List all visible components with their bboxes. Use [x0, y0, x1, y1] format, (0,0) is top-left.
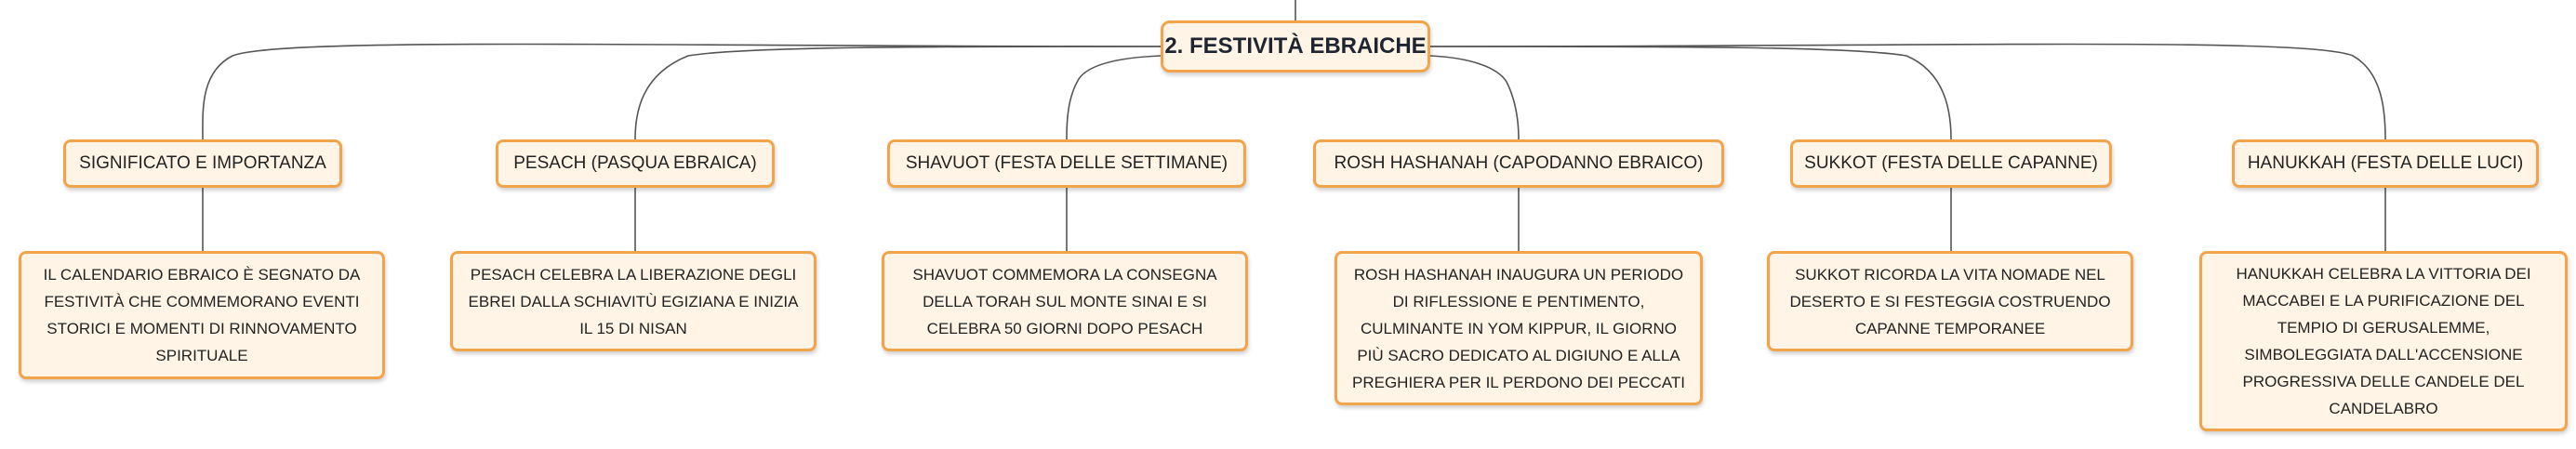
topic-rosh-hashanah[interactable]: ROSH HASHANAH (CAPODANNO EBRAICO)	[1313, 139, 1724, 188]
subtopic-pesach-detail[interactable]: PESACH CELEBRA LA LIBERAZIONE DEGLI EBRE…	[450, 251, 817, 351]
connector-root-branch-6	[1429, 43, 2386, 140]
connector-root-branch-5	[1429, 46, 1952, 140]
topic-shavuot[interactable]: SHAVUOT (FESTA DELLE SETTIMANE)	[887, 139, 1246, 188]
subtopic-rosh-hashanah-detail[interactable]: ROSH HASHANAH INAUGURA UN PERIODO DI RIF…	[1334, 251, 1703, 405]
topic-significato-e-importanza[interactable]: SIGNIFICATO E IMPORTANZA	[63, 139, 342, 188]
subtopic-significato-detail[interactable]: IL CALENDARIO EBRAICO È SEGNATO DA FESTI…	[19, 251, 385, 379]
topic-sukkot[interactable]: SUKKOT (FESTA DELLE CAPANNE)	[1790, 139, 2112, 188]
connector-root-branch-1	[202, 43, 1162, 140]
connector-root-branch-2	[634, 46, 1162, 140]
topic-hanukkah[interactable]: HANUKKAH (FESTA DELLE LUCI)	[2232, 139, 2539, 188]
subtopic-shavuot-detail[interactable]: SHAVUOT COMMEMORA LA CONSEGNA DELLA TORA…	[882, 251, 1248, 351]
topic-pesach[interactable]: PESACH (PASQUA EBRAICA)	[496, 139, 775, 188]
root-topic-node[interactable]: 2. FESTIVITÀ EBRAICHE	[1161, 20, 1430, 73]
connector-root-branch-4	[1429, 55, 1520, 140]
connector-root-branch-3	[1066, 55, 1162, 140]
subtopic-sukkot-detail[interactable]: SUKKOT RICORDA LA VITA NOMADE NEL DESERT…	[1767, 251, 2133, 351]
subtopic-hanukkah-detail[interactable]: HANUKKAH CELEBRA LA VITTORIA DEI MACCABE…	[2199, 251, 2568, 431]
